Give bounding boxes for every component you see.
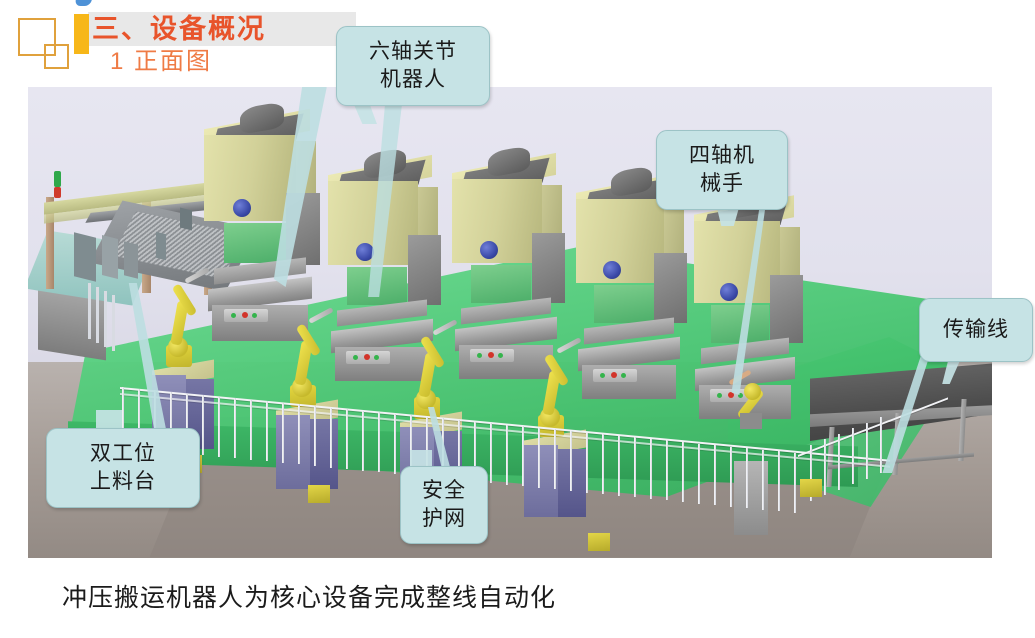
callout-four-axis-manipulator[interactable]: 四轴机 械手 <box>656 130 788 210</box>
decor-square-small <box>44 44 69 69</box>
title-band <box>88 12 356 46</box>
decor-blue-fragment <box>74 0 94 6</box>
accent-bar <box>74 14 89 54</box>
page-subtitle: 1 正面图 <box>110 48 213 75</box>
callout-conveyor-line[interactable]: 传输线 <box>919 298 1033 362</box>
floor-robot <box>800 479 822 497</box>
decor-square-large <box>18 18 56 56</box>
page-title: 三、设备概况 <box>92 14 266 44</box>
callout-label: 六轴关节 机器人 <box>369 40 457 91</box>
callout-label: 传输线 <box>943 318 1009 341</box>
floor-robot <box>588 533 610 551</box>
figure-caption: 冲压搬运机器人为核心设备完成整线自动化 <box>62 583 557 612</box>
callout-dual-station-loader[interactable]: 双工位 上料台 <box>46 428 200 508</box>
callout-six-axis-robot[interactable]: 六轴关节 机器人 <box>336 26 490 106</box>
callout-label: 四轴机 械手 <box>689 144 755 195</box>
callout-tail-fence-stub <box>410 450 432 470</box>
floor-robot <box>308 485 330 503</box>
callout-label: 安全 护网 <box>422 479 466 530</box>
callout-label: 双工位 上料台 <box>90 442 156 493</box>
callout-safety-fence[interactable]: 安全 护网 <box>400 466 488 544</box>
